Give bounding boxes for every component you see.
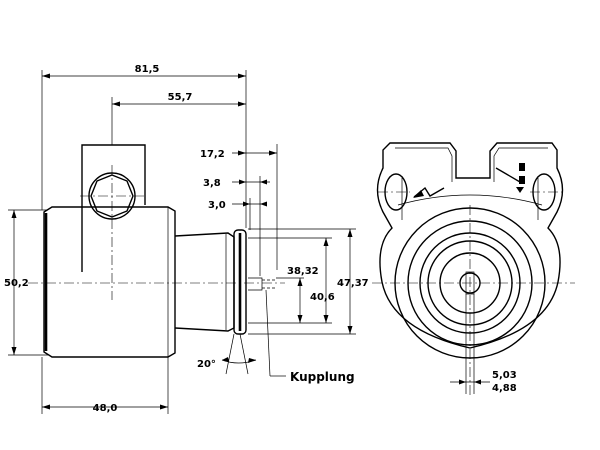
coupling-label: Kupplung	[290, 370, 355, 384]
arrow	[11, 347, 17, 355]
arrow	[474, 379, 481, 385]
dim-coupling-step: 3,8	[203, 178, 221, 189]
port-boss	[81, 144, 146, 272]
dim-port-center: 55,7	[168, 92, 193, 103]
arrow	[260, 201, 267, 207]
dim-body-height: 50,2	[4, 278, 29, 289]
arrow	[112, 101, 120, 107]
body-outline	[43, 206, 176, 358]
dim-flange-diameter: 47,37	[337, 278, 369, 289]
arrow	[323, 238, 329, 246]
arrow	[323, 315, 329, 323]
right-marker-line	[495, 167, 521, 183]
leader-line	[265, 289, 271, 377]
marker-arrow	[516, 187, 524, 193]
marker-arrow	[413, 190, 424, 198]
arrow	[243, 201, 250, 207]
side-view	[28, 144, 285, 358]
dim-shaft-width: 4,88	[492, 383, 517, 394]
arrow	[239, 179, 246, 185]
front-dimensions: 5,03 4,88	[450, 294, 517, 394]
dim-angle: 20°	[197, 359, 216, 370]
arrow	[260, 179, 267, 185]
arrow	[297, 278, 303, 286]
dim-coupling-gap: 3,0	[208, 200, 226, 211]
angle-line-1	[225, 333, 235, 375]
angle-line-2	[239, 333, 249, 375]
arrow	[11, 210, 17, 218]
arrow	[238, 150, 246, 156]
dim-shaft-flat: 5,03	[492, 370, 517, 381]
arrow	[42, 73, 50, 79]
arrow	[347, 229, 353, 237]
coupling-shaft	[248, 277, 263, 291]
arrow	[222, 357, 229, 362]
arrow	[238, 73, 246, 79]
port-hole-hex	[90, 174, 134, 218]
dim-coupling-length: 17,2	[200, 149, 225, 160]
dim-coupling-inner: 38,32	[287, 266, 319, 277]
arrow	[42, 404, 50, 410]
marker-block-2	[519, 176, 525, 184]
dim-coupling-outer: 40,6	[310, 292, 335, 303]
housing-outline	[376, 142, 564, 349]
arrow	[459, 379, 466, 385]
housing-inner-arc	[397, 194, 543, 206]
housing-inner-right	[493, 147, 548, 182]
neck	[174, 232, 235, 332]
arrow	[238, 101, 246, 107]
front-view	[372, 142, 575, 395]
side-dimensions: 81,5 55,7 17,2 3,8 3,0 50,2	[4, 64, 369, 414]
arrow	[347, 326, 353, 334]
arrow	[248, 358, 256, 363]
arrow	[160, 404, 168, 410]
dim-overall-length: 81,5	[135, 64, 160, 75]
arrow	[297, 315, 303, 323]
marker-block-1	[519, 163, 525, 171]
housing-inner-left	[395, 147, 453, 182]
arrow	[269, 150, 277, 156]
dim-body-length: 48,0	[93, 403, 118, 414]
